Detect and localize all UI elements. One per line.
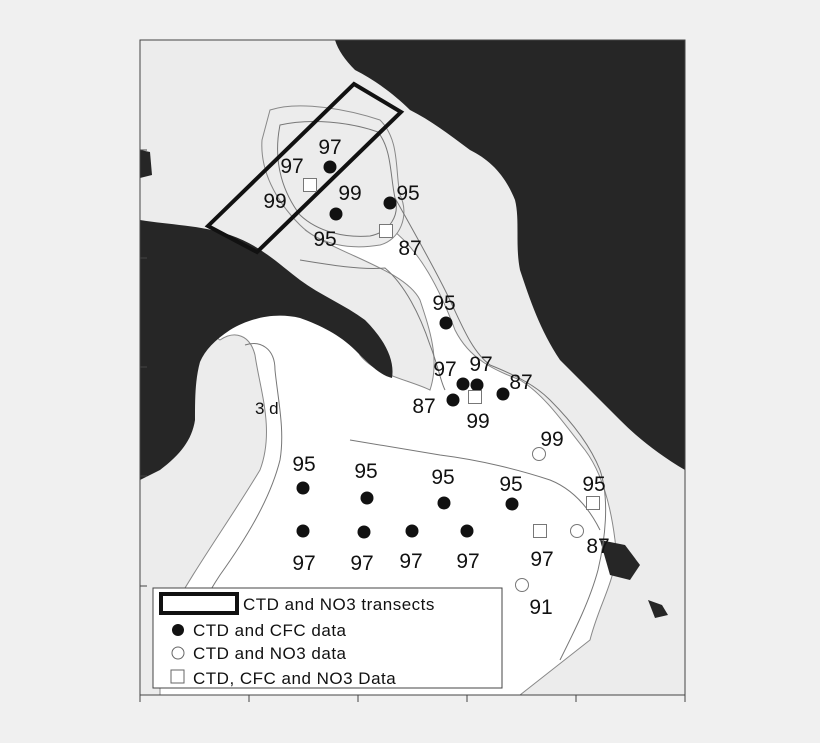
legend-open-square-icon	[170, 669, 185, 684]
station-label: 97	[399, 550, 422, 573]
station-marker-ctd-cfc	[296, 524, 310, 538]
station-label: 97	[280, 155, 303, 178]
station-marker-ctd-no3	[570, 524, 584, 538]
station-label: 95	[431, 466, 454, 489]
station-marker-ctd-cfc	[456, 377, 470, 391]
station-marker-ctd-cfc	[437, 496, 451, 510]
station-label: 97	[456, 550, 479, 573]
station-label: 95	[432, 292, 455, 315]
station-marker-ctd-cfc	[383, 196, 397, 210]
station-marker-ctd-cfc-no3	[468, 390, 482, 404]
station-marker-ctd-no3	[515, 578, 529, 592]
station-label: 97	[433, 358, 456, 381]
station-label: 99	[338, 182, 361, 205]
legend-transects-label: CTD and NO3 transects	[243, 595, 435, 614]
station-label: 87	[398, 237, 421, 260]
station-marker-ctd-cfc	[505, 497, 519, 511]
station-label: 95	[292, 453, 315, 476]
frame-ticks	[139, 149, 686, 702]
legend-box	[152, 587, 503, 689]
station-label: 97	[318, 136, 341, 159]
station-marker-ctd-cfc-no3	[303, 178, 317, 192]
station-marker-ctd-cfc	[329, 207, 343, 221]
station-marker-ctd-cfc	[460, 524, 474, 538]
land	[140, 40, 685, 618]
station-marker-ctd-cfc	[439, 316, 453, 330]
station-marker-ctd-cfc	[357, 525, 371, 539]
station-marker-ctd-cfc	[296, 481, 310, 495]
station-marker-ctd-cfc	[405, 524, 419, 538]
depth-contours	[174, 120, 607, 681]
station-marker-ctd-cfc	[360, 491, 374, 505]
station-label: 97	[530, 548, 553, 571]
station-marker-ctd-cfc	[446, 393, 460, 407]
station-marker-ctd-cfc-no3	[379, 224, 393, 238]
station-label: 87	[586, 535, 609, 558]
station-label: 97	[292, 552, 315, 575]
station-label: 95	[313, 228, 336, 251]
station-label: 95	[582, 473, 605, 496]
station-label: 87	[509, 371, 532, 394]
station-label: 99	[466, 410, 489, 433]
legend-filled-circle-icon	[172, 624, 184, 636]
station-marker-ctd-cfc-no3	[586, 496, 600, 510]
station-label: 91	[529, 596, 552, 619]
legend-transect-swatch	[159, 592, 239, 615]
station-marker-ctd-cfc	[323, 160, 337, 174]
legend-ctd-no3-label: CTD and NO3 data	[193, 644, 347, 663]
station-marker-ctd-cfc-no3	[533, 524, 547, 538]
station-label: 99	[540, 428, 563, 451]
legend-ctd-cfc-no3-label: CTD, CFC and NO3 Data	[193, 669, 396, 688]
station-marker-ctd-cfc	[470, 378, 484, 392]
legend-open-circle-icon	[171, 646, 185, 660]
station-label: 97	[350, 552, 373, 575]
region-label: 3 d	[255, 399, 279, 418]
station-label: 87	[412, 395, 435, 418]
station-marker-ctd-cfc	[496, 387, 510, 401]
station-label: 95	[396, 182, 419, 205]
land-west	[140, 220, 393, 480]
legend: CTD and NO3 transects CTD and CFC data C…	[152, 587, 503, 689]
station-label: 95	[499, 473, 522, 496]
land-northeast	[335, 40, 685, 470]
station-label: 95	[354, 460, 377, 483]
station-label: 97	[469, 353, 492, 376]
station-label: 99	[263, 190, 286, 213]
transect-box	[204, 81, 405, 255]
station-marker-ctd-no3	[532, 447, 546, 461]
legend-ctd-cfc-label: CTD and CFC data	[193, 621, 347, 640]
